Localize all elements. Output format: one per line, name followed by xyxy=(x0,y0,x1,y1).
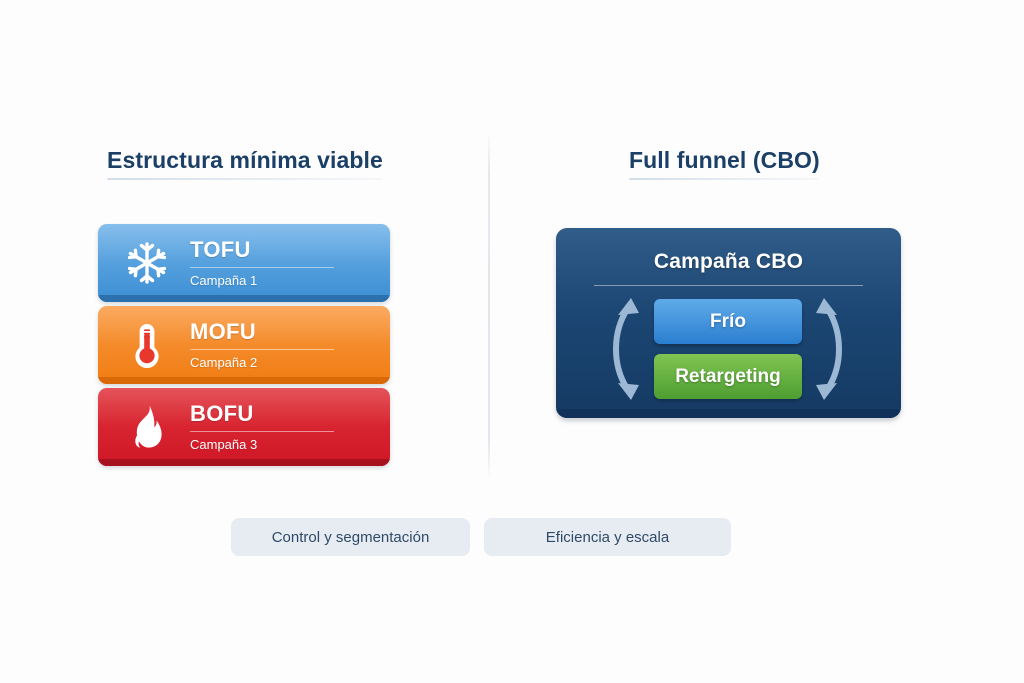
stage-subtitle: Campaña 3 xyxy=(190,437,258,452)
double-headed-curved-arrow-icon xyxy=(809,294,857,404)
double-headed-curved-arrow-icon xyxy=(598,294,646,404)
left-title-underline xyxy=(107,178,383,180)
cbo-campaign-box[interactable]: Campaña CBO Frío Retargeting xyxy=(556,228,901,418)
stage-name-underline xyxy=(190,349,334,350)
stage-card-bofu[interactable]: BOFU Campaña 3 xyxy=(98,388,390,466)
footer-tag-control-segmentacion[interactable]: Control y segmentación xyxy=(231,518,470,556)
column-divider xyxy=(488,134,490,479)
thermometer-icon xyxy=(116,306,178,384)
stage-name: TOFU xyxy=(190,237,251,262)
stage-subtitle: Campaña 1 xyxy=(190,273,258,288)
flame-icon xyxy=(116,388,178,466)
stage-text-block: TOFU Campaña 1 xyxy=(190,237,374,289)
right-title-underline xyxy=(629,178,818,180)
stage-subtitle: Campaña 2 xyxy=(190,355,258,370)
snowflake-icon xyxy=(116,224,178,302)
segment-box-frio[interactable]: Frío xyxy=(654,299,802,344)
box-bottom-bevel xyxy=(556,409,901,418)
stage-card-mofu[interactable]: MOFU Campaña 2 xyxy=(98,306,390,384)
cbo-box-title: Campaña CBO xyxy=(653,250,804,273)
stage-card-tofu[interactable]: TOFU Campaña 1 xyxy=(98,224,390,302)
stage-name: MOFU xyxy=(190,319,256,344)
left-column-title: Estructura mínima viable xyxy=(107,147,383,173)
stage-name-underline xyxy=(190,431,334,432)
card-bottom-bevel xyxy=(98,377,390,384)
footer-tag-eficiencia-escala[interactable]: Eficiencia y escala xyxy=(484,518,731,556)
segment-box-retargeting[interactable]: Retargeting xyxy=(654,354,802,399)
stage-name-underline xyxy=(190,267,334,268)
card-bottom-bevel xyxy=(98,295,390,302)
stage-text-block: BOFU Campaña 3 xyxy=(190,401,374,453)
stage-name: BOFU xyxy=(190,401,254,426)
right-column-title: Full funnel (CBO) xyxy=(629,147,820,173)
stage-text-block: MOFU Campaña 2 xyxy=(190,319,374,371)
cbo-title-underline xyxy=(594,285,863,286)
card-bottom-bevel xyxy=(98,459,390,466)
